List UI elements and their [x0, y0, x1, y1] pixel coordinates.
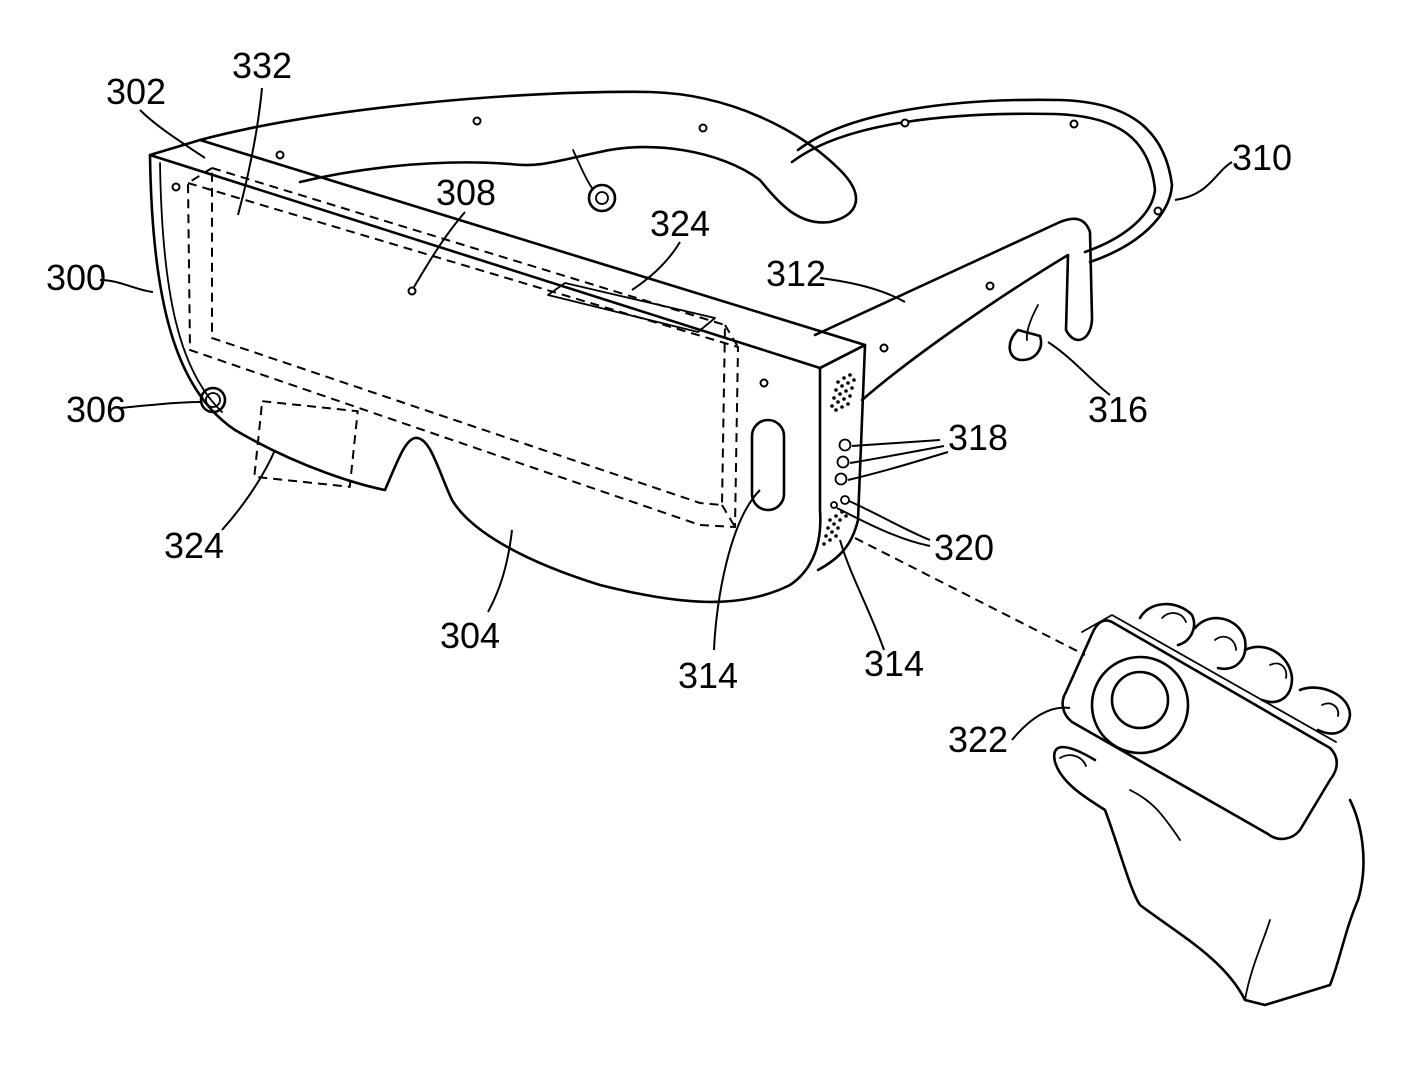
label-300: 300 [46, 257, 106, 298]
control-button [838, 438, 852, 452]
remote-wheel [1090, 655, 1190, 755]
control-button [834, 472, 848, 486]
right-temple-arm [813, 217, 1094, 402]
top-panel-324 [547, 282, 716, 333]
left-earbud [587, 183, 617, 213]
goggle-body [148, 138, 867, 604]
label-324-bottom: 324 [164, 525, 224, 566]
lower-grille [822, 510, 848, 546]
arm-rivet [698, 123, 708, 133]
label-314-right: 314 [864, 643, 924, 684]
label-316: 316 [1088, 389, 1148, 430]
label-306: 306 [66, 389, 126, 430]
label-314-left: 314 [678, 655, 738, 696]
right-earbud [1008, 328, 1043, 362]
ir-receiver-320 [830, 501, 838, 509]
left-temple-arm [198, 90, 858, 224]
label-318: 318 [948, 417, 1008, 458]
remote-322 [1061, 614, 1339, 841]
label-332: 332 [232, 45, 292, 86]
remote-center-button [1110, 670, 1170, 730]
front-screw [759, 378, 769, 388]
strap-rivet [900, 118, 910, 128]
lower-panel-324 [253, 400, 359, 488]
label-302: 302 [106, 71, 166, 112]
arm-rivet [879, 343, 889, 353]
control-buttons-318 [834, 438, 852, 486]
label-324-top: 324 [650, 203, 710, 244]
arm-rivet [275, 150, 285, 160]
speaker-grille [830, 373, 856, 412]
signal-path [854, 537, 1086, 656]
strap-rivet [1069, 119, 1079, 129]
ir-receiver-320 [840, 495, 850, 505]
label-322: 322 [948, 719, 1008, 760]
head-strap [790, 98, 1174, 264]
label-308: 308 [436, 172, 496, 213]
label-304: 304 [440, 615, 500, 656]
front-screw [171, 182, 181, 192]
hand [1052, 602, 1365, 1007]
arm-rivet [985, 281, 995, 291]
arm-rivet [472, 116, 482, 126]
display-outline [186, 166, 740, 529]
strap-rivet [1153, 206, 1163, 216]
leader-lines [99, 87, 1233, 741]
label-310: 310 [1232, 137, 1292, 178]
label-312: 312 [766, 253, 826, 294]
side-slot-314 [750, 418, 786, 512]
sensor-308 [407, 286, 417, 296]
reference-labels: 300 302 332 308 324 310 312 306 316 318 … [46, 45, 1292, 760]
camera-306 [199, 386, 227, 414]
control-button [836, 455, 850, 469]
label-320: 320 [934, 527, 994, 568]
